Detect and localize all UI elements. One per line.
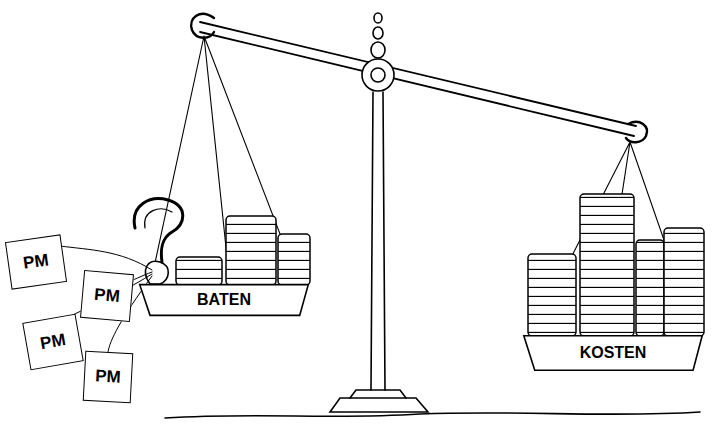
pivot-hub bbox=[371, 68, 385, 82]
pm-card: PM bbox=[22, 314, 84, 371]
pan-outline bbox=[524, 336, 702, 371]
scale-post bbox=[371, 92, 385, 390]
pm-card: PM bbox=[5, 234, 67, 289]
pm-card: PM bbox=[83, 351, 134, 403]
finial bbox=[374, 13, 382, 23]
pan-label: BATEN bbox=[197, 291, 251, 309]
coin-stack bbox=[176, 257, 222, 285]
coin-stack bbox=[278, 234, 310, 285]
scale-pan: BATEN bbox=[138, 284, 310, 316]
coin-stack bbox=[528, 254, 576, 336]
card-label: PM bbox=[95, 366, 122, 387]
card-label: PM bbox=[39, 330, 68, 354]
scale-pan: KOSTEN bbox=[522, 335, 704, 371]
finial bbox=[371, 42, 385, 58]
pan-label: KOSTEN bbox=[580, 344, 647, 362]
card-label: PM bbox=[93, 285, 120, 307]
coin-stack bbox=[636, 240, 664, 336]
coin-stack bbox=[226, 216, 276, 285]
right-hook bbox=[626, 122, 647, 142]
pan-outline bbox=[140, 285, 309, 316]
coin-stack bbox=[664, 228, 704, 336]
pivot-ring bbox=[362, 59, 394, 91]
finial bbox=[373, 27, 383, 39]
card-label: PM bbox=[22, 250, 50, 273]
ground-line bbox=[165, 412, 700, 418]
pm-card: PM bbox=[80, 270, 134, 322]
question-mark bbox=[145, 209, 172, 228]
scale-base bbox=[330, 398, 428, 412]
scale-beam bbox=[200, 22, 636, 136]
scale-base-step bbox=[350, 390, 406, 398]
left-hook bbox=[191, 14, 214, 38]
coin-stack bbox=[580, 194, 634, 336]
question-mark bbox=[134, 199, 183, 262]
